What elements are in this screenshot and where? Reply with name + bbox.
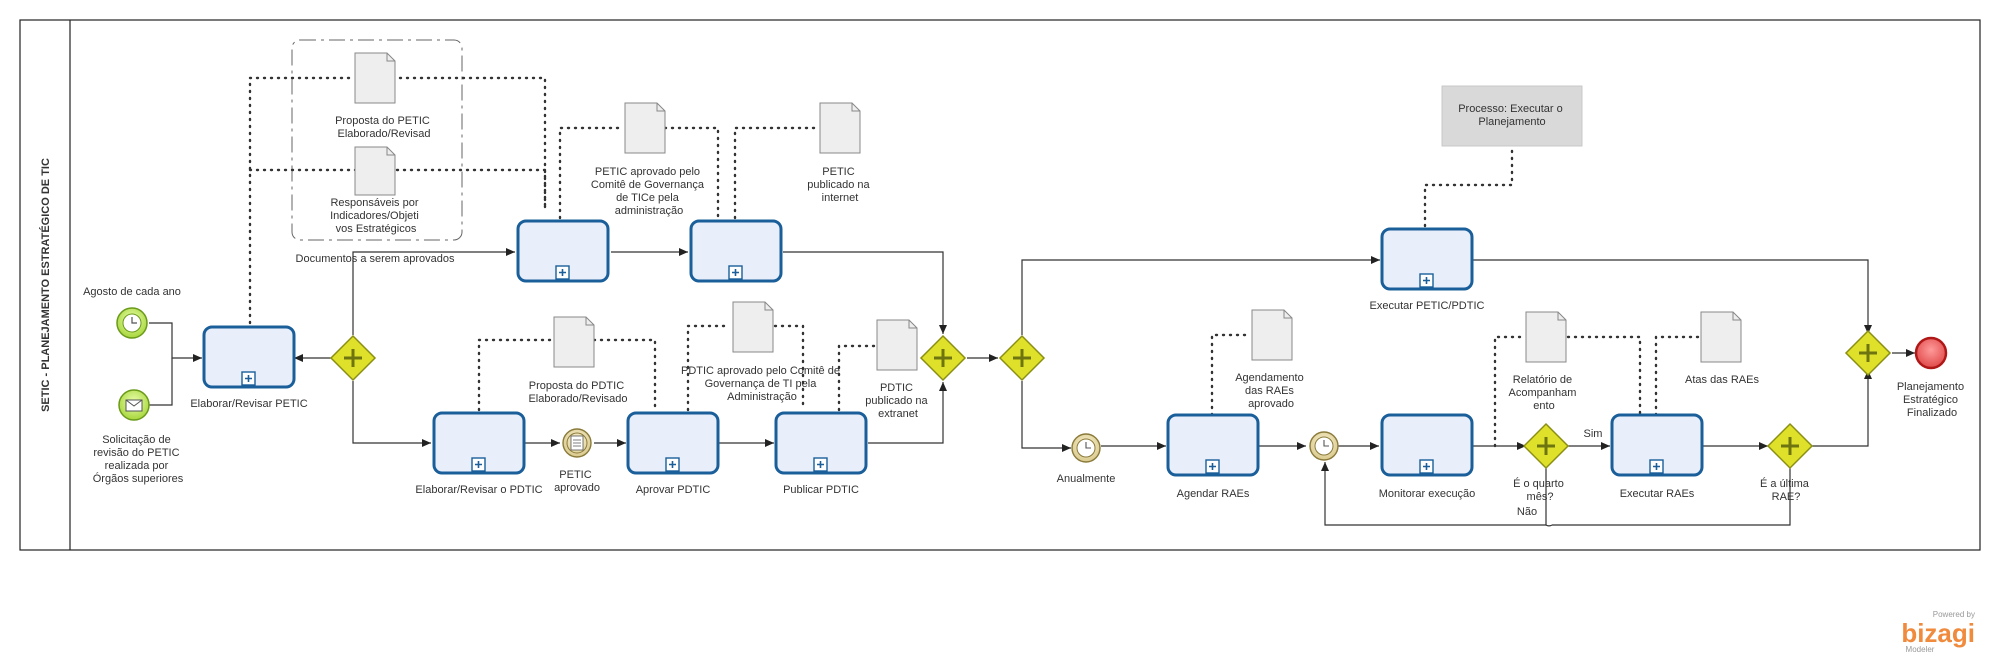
doc-atas[interactable] (1700, 311, 1742, 363)
gateway-quarto-mes[interactable] (1522, 422, 1570, 470)
task-publicar-pdtic-label: Publicar PDTIC (783, 484, 859, 496)
svg-text:Modeler: Modeler (1906, 645, 1935, 654)
doc-responsaveis[interactable] (354, 146, 396, 196)
petic-aprovado-event[interactable] (562, 428, 592, 458)
doc-relatorio[interactable] (1525, 311, 1567, 363)
doc-atas-label: Atas das RAEs (1685, 374, 1759, 386)
doc-petic-aprovado-label: PETIC aprovado pelo Comitê de Governança… (591, 166, 707, 217)
task-executar-raes[interactable] (1610, 413, 1704, 477)
task-monitorar-label: Monitorar execução (1379, 488, 1476, 500)
lane-label: SETIC - PLANEJAMENTO ESTRATÉGICO DE TIC (39, 158, 52, 412)
doc-proposta-petic-label: Proposta do PETIC Elaborado/Revisad (335, 115, 433, 140)
doc-proposta-petic[interactable] (354, 52, 396, 104)
start-timer-label: Agosto de cada ano (83, 286, 181, 298)
gateway-final-join[interactable] (1844, 329, 1892, 377)
petic-aprovado-label: PETIC aprovado (554, 469, 600, 494)
task-executar-petic[interactable] (1380, 227, 1474, 291)
doc-pdtic-aprovado-label: PDTIC aprovado pelo Comitê de Governança… (681, 365, 843, 403)
gateway-quarto-mes-label: É o quarto mês? (1513, 477, 1567, 503)
start-message-label: Solicitação de revisão do PETIC realizad… (93, 434, 184, 485)
gateway-ultima-rae-label: É a última RAE? (1760, 477, 1812, 503)
task-publicar-pdtic[interactable] (774, 411, 868, 475)
doc-pdtic-extranet[interactable] (876, 319, 918, 371)
doc-petic-internet[interactable] (819, 102, 861, 154)
task-aprovar-petic[interactable] (516, 219, 610, 283)
clock-icon (1085, 442, 1091, 449)
doc-petic-aprovado[interactable] (624, 102, 666, 154)
task-monitorar[interactable] (1380, 413, 1474, 477)
doc-pdtic-aprovado[interactable] (732, 301, 774, 353)
doc-pdtic-extranet-label: PDTIC publicado na extranet (865, 382, 930, 420)
start-timer-event[interactable] (116, 307, 148, 339)
doc-proposta-pdtic-label: Proposta do PDTIC Elaborado/Revisado (528, 380, 627, 405)
svg-text:Powered by: Powered by (1933, 610, 1975, 619)
gateway-parallel-split-2[interactable] (998, 334, 1046, 382)
end-event-label: Planejamento Estratégico Finalizado (1897, 381, 1967, 419)
gateway-parallel-split-1[interactable] (329, 334, 377, 382)
task-elaborar-pdtic[interactable] (432, 411, 526, 475)
anualmente-label: Anualmente (1057, 473, 1116, 485)
task-agendar-raes-label: Agendar RAEs (1177, 488, 1250, 500)
doc-petic-internet-label: PETIC publicado na internet (807, 166, 872, 204)
doc-proposta-pdtic[interactable] (553, 316, 595, 368)
task-executar-raes-label: Executar RAEs (1620, 488, 1695, 500)
doc-responsaveis-label: Responsáveis por Indicadores/Objeti vos … (330, 197, 422, 235)
annotation-executar-planejamento[interactable] (1441, 85, 1583, 147)
clock-icon (1323, 440, 1329, 447)
task-aprovar-pdtic-label: Aprovar PDTIC (636, 484, 711, 496)
doc-relatorio-label: Relatório de Acompanham ento (1509, 374, 1580, 412)
clock-icon (131, 317, 137, 324)
anualmente-timer-event[interactable] (1071, 433, 1101, 463)
task-elaborar-petic-label: Elaborar/Revisar PETIC (190, 398, 307, 410)
gateway-ultima-rae[interactable] (1766, 422, 1814, 470)
monthly-timer-event[interactable] (1309, 431, 1339, 461)
doc-agendamento[interactable] (1251, 309, 1293, 361)
annotation-label: Processo: Executar o Planejamento (1458, 103, 1566, 128)
associations (248, 76, 1702, 448)
task-elaborar-pdtic-label: Elaborar/Revisar o PDTIC (415, 484, 542, 496)
gateway-parallel-join[interactable] (919, 334, 967, 382)
doc-agendamento-label: Agendamento das RAEs aprovado (1235, 372, 1307, 410)
start-message-event[interactable] (118, 389, 150, 421)
task-publicar-petic[interactable] (689, 219, 783, 283)
task-aprovar-pdtic[interactable] (626, 411, 720, 475)
task-executar-petic-label: Executar PETIC/PDTIC (1370, 300, 1485, 312)
group-label: Documentos a serem aprovados (296, 253, 455, 265)
gateway-nao-label: Não (1517, 506, 1537, 518)
document-group (291, 39, 463, 241)
svg-text:bizagi: bizagi (1901, 618, 1975, 648)
task-elaborar-petic[interactable] (202, 325, 296, 389)
task-agendar-raes[interactable] (1166, 413, 1260, 477)
gateway-sim-label: Sim (1584, 428, 1603, 440)
sequence-flows (149, 248, 1915, 527)
bizagi-logo: Powered by bizagi Modeler (1901, 610, 1975, 654)
end-event[interactable] (1914, 336, 1948, 370)
